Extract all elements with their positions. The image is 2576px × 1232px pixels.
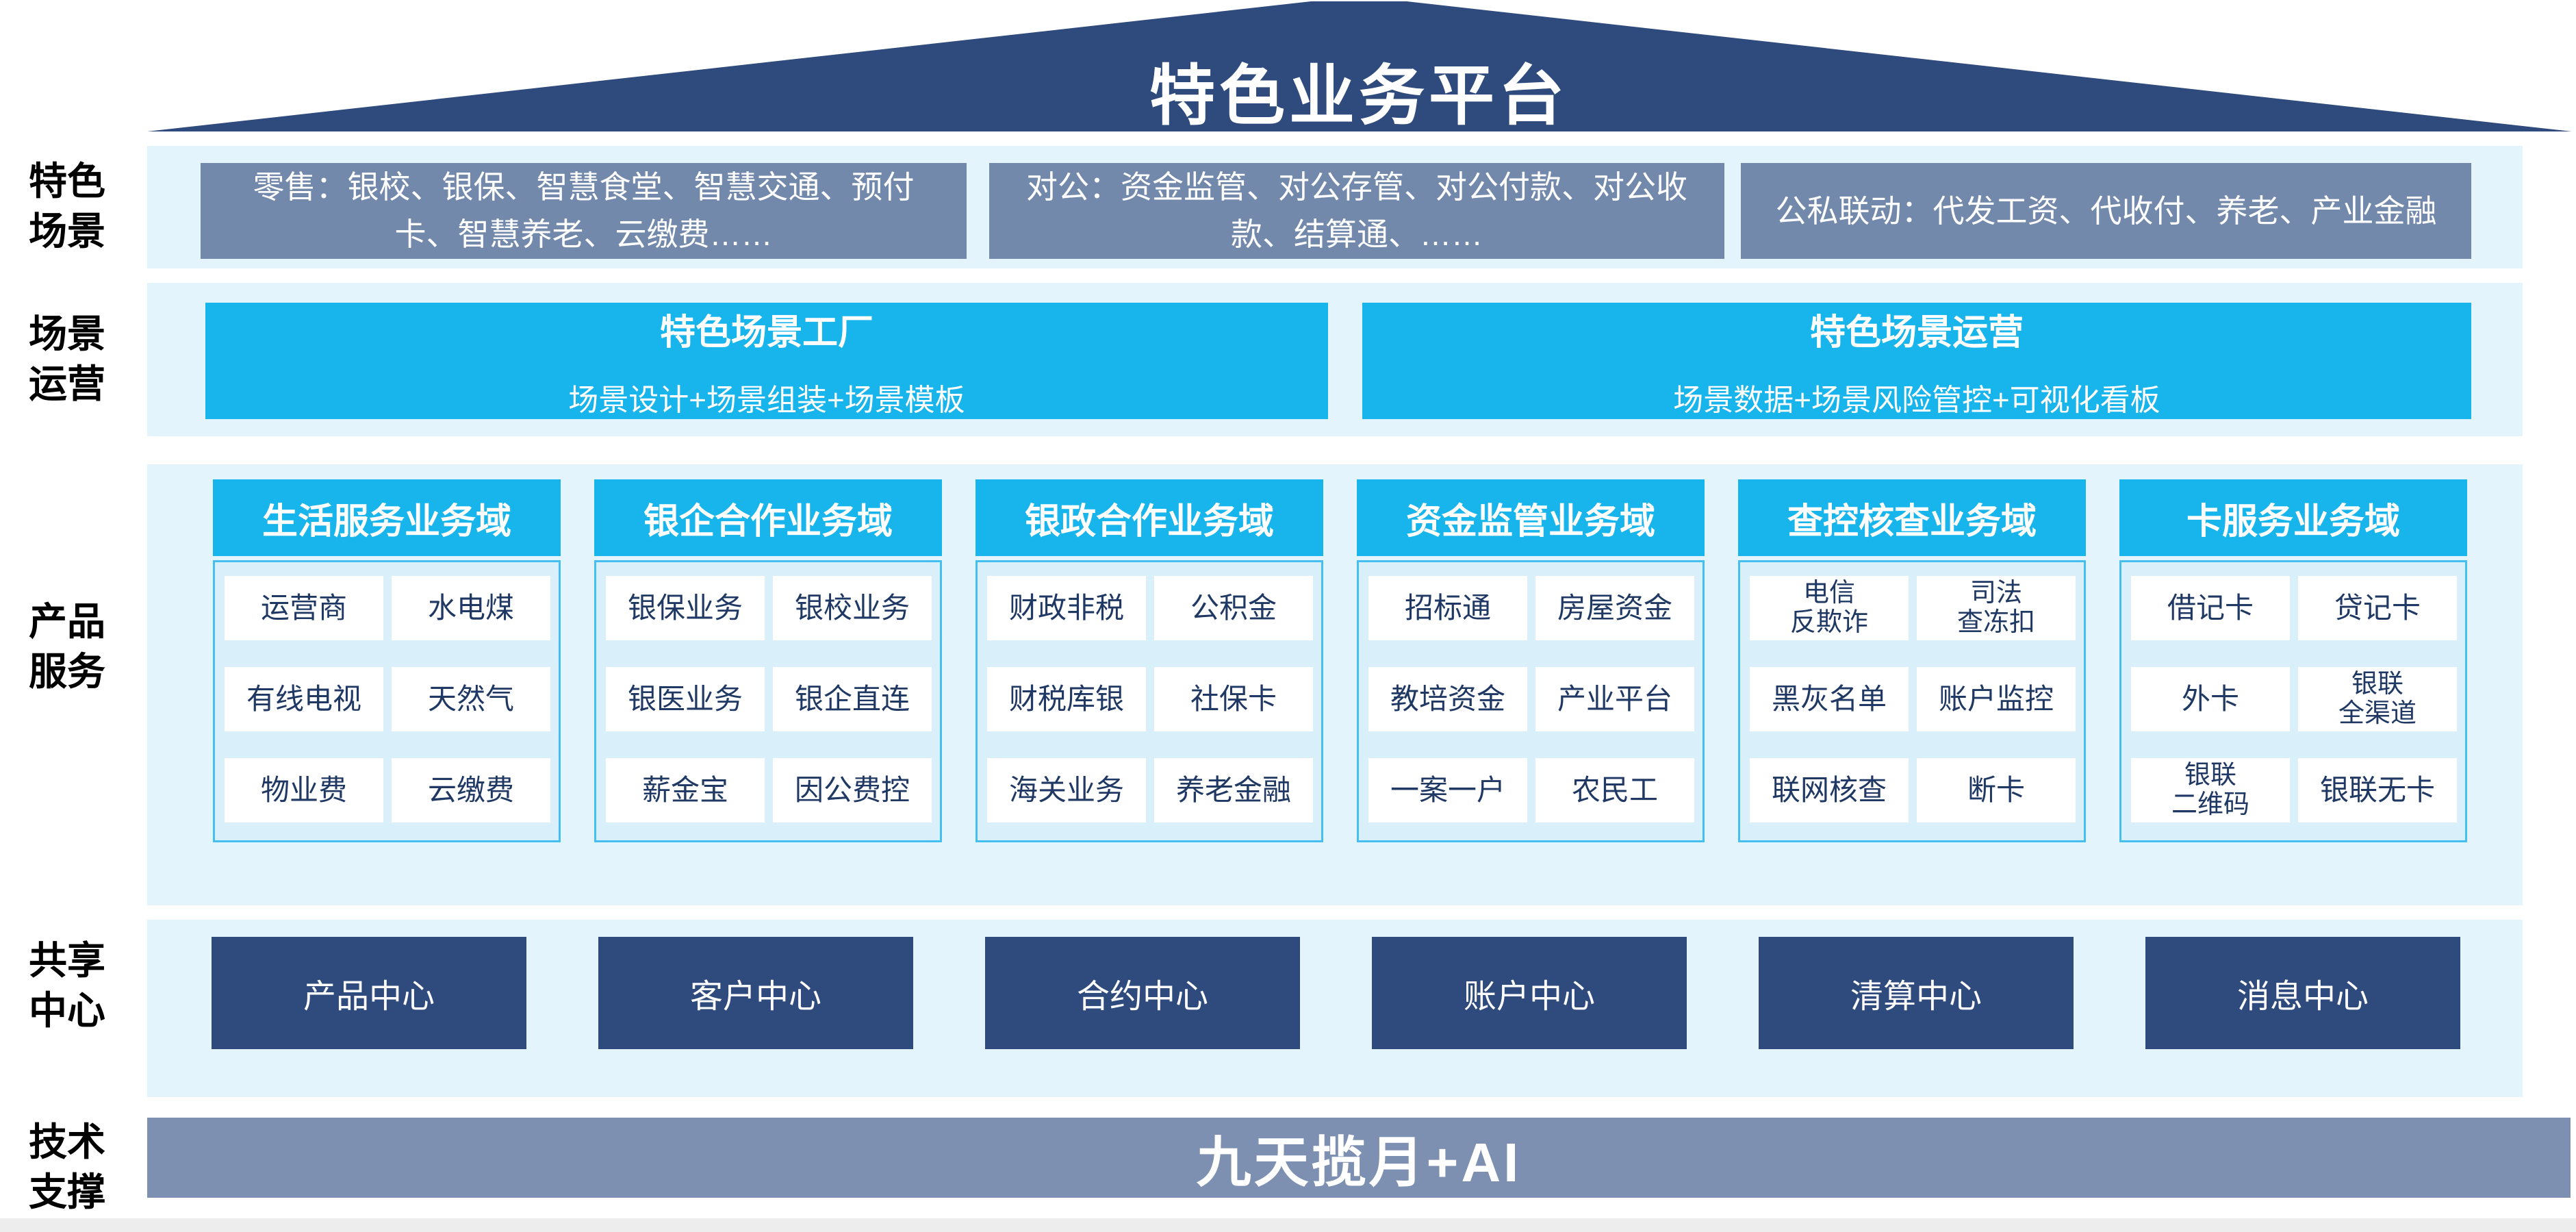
panel-subtitle: 场景设计+场景组装+场景模板 bbox=[568, 383, 965, 417]
product-cell: 贷记卡 bbox=[2298, 576, 2457, 640]
side-label-tech: 技术 支撑 bbox=[29, 1120, 105, 1214]
column-body: 借记卡 贷记卡 外卡 银联 全渠道 银联 二维码 银联无卡 bbox=[2119, 560, 2467, 842]
column-inspection-verification: 查控核查业务域 电信 反欺诈 司法 查冻扣 黑灰名单 账户监控 联网核查 断卡 bbox=[1738, 479, 2086, 842]
product-cell: 云缴费 bbox=[392, 758, 550, 822]
column-body: 银保业务 银校业务 银医业务 银企直连 薪金宝 因公费控 bbox=[594, 560, 942, 842]
product-cell: 因公费控 bbox=[773, 758, 932, 822]
product-cell: 产业平台 bbox=[1535, 667, 1694, 731]
product-cell: 水电煤 bbox=[392, 576, 550, 640]
product-cell: 薪金宝 bbox=[606, 758, 765, 822]
column-header: 查控核查业务域 bbox=[1738, 479, 2086, 556]
column-bank-government: 银政合作业务域 财政非税 公积金 财税库银 社保卡 海关业务 养老金融 bbox=[975, 479, 1323, 842]
side-label-scenes: 特色 场景 bbox=[29, 160, 105, 253]
product-cell: 有线电视 bbox=[225, 667, 383, 731]
column-bank-enterprise: 银企合作业务域 银保业务 银校业务 银医业务 银企直连 薪金宝 因公费控 bbox=[594, 479, 942, 842]
shared-center-account: 账户中心 bbox=[1372, 937, 1687, 1049]
column-header: 生活服务业务域 bbox=[213, 479, 561, 556]
product-cell: 借记卡 bbox=[2131, 576, 2290, 640]
panel-title: 特色场景工厂 bbox=[659, 312, 873, 353]
product-cell: 一案一户 bbox=[1368, 758, 1527, 822]
scene-box-retail: 零售：银校、银保、智慧食堂、智慧交通、预付卡、智慧养老、云缴费…… bbox=[201, 163, 967, 259]
scene-box-public-private: 公私联动：代发工资、代收付、养老、产业金融 bbox=[1741, 163, 2471, 259]
column-header: 银企合作业务域 bbox=[594, 479, 942, 556]
panel-scene-operation: 特色场景运营 场景数据+场景风险管控+可视化看板 bbox=[1362, 303, 2471, 419]
product-cell: 黑灰名单 bbox=[1750, 667, 1909, 731]
column-header: 资金监管业务域 bbox=[1357, 479, 1705, 556]
column-header: 银政合作业务域 bbox=[975, 479, 1323, 556]
column-body: 电信 反欺诈 司法 查冻扣 黑灰名单 账户监控 联网核查 断卡 bbox=[1738, 560, 2086, 842]
shared-center-customer: 客户中心 bbox=[598, 937, 913, 1049]
product-cell: 运营商 bbox=[225, 576, 383, 640]
product-cell: 银保业务 bbox=[606, 576, 765, 640]
side-label-products: 产品 服务 bbox=[29, 600, 105, 693]
product-cell: 养老金融 bbox=[1154, 758, 1313, 822]
product-cell: 银医业务 bbox=[606, 667, 765, 731]
product-cell: 海关业务 bbox=[987, 758, 1146, 822]
product-cell: 社保卡 bbox=[1154, 667, 1313, 731]
product-cell: 银联无卡 bbox=[2298, 758, 2457, 822]
scene-box-corporate: 对公：资金监管、对公存管、对公付款、对公收款、结算通、…… bbox=[989, 163, 1724, 259]
product-cell: 断卡 bbox=[1917, 758, 2076, 822]
product-cell: 农民工 bbox=[1535, 758, 1694, 822]
column-body: 财政非税 公积金 财税库银 社保卡 海关业务 养老金融 bbox=[975, 560, 1323, 842]
page-title: 特色业务平台 bbox=[1149, 60, 1568, 133]
product-cell: 财税库银 bbox=[987, 667, 1146, 731]
product-cell: 招标通 bbox=[1368, 576, 1527, 640]
product-cell: 天然气 bbox=[392, 667, 550, 731]
product-cell: 银企直连 bbox=[773, 667, 932, 731]
product-cell: 账户监控 bbox=[1917, 667, 2076, 731]
shared-center-clearing: 清算中心 bbox=[1759, 937, 2074, 1049]
column-body: 运营商 水电煤 有线电视 天然气 物业费 云缴费 bbox=[213, 560, 561, 842]
product-cell: 教培资金 bbox=[1368, 667, 1527, 731]
shared-center-product: 产品中心 bbox=[212, 937, 526, 1049]
product-cell: 银校业务 bbox=[773, 576, 932, 640]
product-cell: 房屋资金 bbox=[1535, 576, 1694, 640]
product-cell: 物业费 bbox=[225, 758, 383, 822]
row-shared-background bbox=[147, 920, 2523, 1097]
product-cell: 银联 二维码 bbox=[2131, 758, 2290, 822]
product-cell: 财政非税 bbox=[987, 576, 1146, 640]
side-label-shared: 共享 中心 bbox=[29, 939, 105, 1032]
column-header: 卡服务业务域 bbox=[2119, 479, 2467, 556]
shared-center-contract: 合约中心 bbox=[985, 937, 1300, 1049]
product-cell: 外卡 bbox=[2131, 667, 2290, 731]
product-cell: 公积金 bbox=[1154, 576, 1313, 640]
product-cell: 银联 全渠道 bbox=[2298, 667, 2457, 731]
column-body: 招标通 房屋资金 教培资金 产业平台 一案一户 农民工 bbox=[1357, 560, 1705, 842]
product-cell: 司法 查冻扣 bbox=[1917, 576, 2076, 640]
column-life-services: 生活服务业务域 运营商 水电煤 有线电视 天然气 物业费 云缴费 bbox=[213, 479, 561, 842]
panel-subtitle: 场景数据+场景风险管控+可视化看板 bbox=[1673, 383, 2160, 417]
product-cell: 联网核查 bbox=[1750, 758, 1909, 822]
column-card-services: 卡服务业务域 借记卡 贷记卡 外卡 银联 全渠道 银联 二维码 银联无卡 bbox=[2119, 479, 2467, 842]
product-cell: 电信 反欺诈 bbox=[1750, 576, 1909, 640]
panel-title: 特色场景运营 bbox=[1809, 312, 2024, 353]
panel-scene-factory: 特色场景工厂 场景设计+场景组装+场景模板 bbox=[205, 303, 1328, 419]
tech-support-bar: 九天揽月+AI bbox=[147, 1118, 2571, 1198]
shared-center-message: 消息中心 bbox=[2145, 937, 2460, 1049]
bottom-strip bbox=[0, 1218, 2576, 1232]
column-fund-supervision: 资金监管业务域 招标通 房屋资金 教培资金 产业平台 一案一户 农民工 bbox=[1357, 479, 1705, 842]
side-label-operations: 场景 运营 bbox=[29, 312, 105, 405]
